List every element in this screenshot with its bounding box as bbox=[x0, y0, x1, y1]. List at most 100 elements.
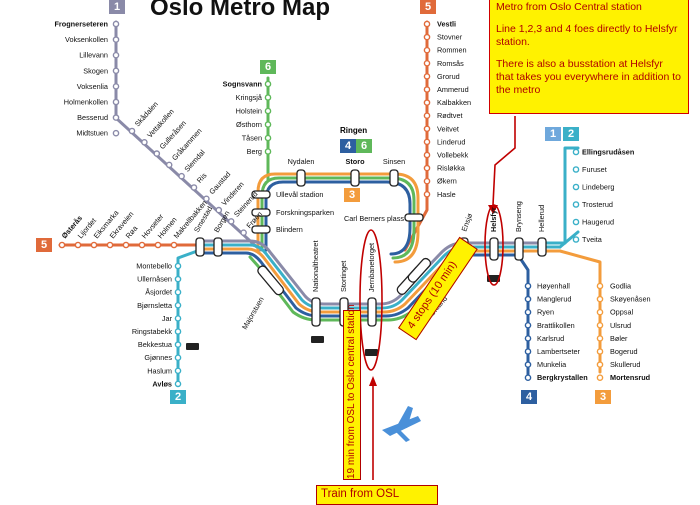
station-dot bbox=[112, 20, 120, 28]
station-label: Haugerud bbox=[582, 218, 614, 227]
station-label: Ringstabekk bbox=[132, 327, 173, 336]
station-dot bbox=[112, 67, 120, 75]
station-dot bbox=[524, 361, 532, 368]
station-label: Kalbakken bbox=[437, 98, 471, 107]
station-dot bbox=[572, 218, 580, 226]
station-label: Voksenlia bbox=[77, 82, 109, 91]
station-dot bbox=[215, 206, 223, 214]
station-label: Grorud bbox=[437, 72, 460, 81]
station-dot bbox=[264, 94, 272, 101]
station-dot bbox=[174, 315, 182, 322]
station-label: Ellingsrudåsen bbox=[582, 148, 634, 157]
station-label: Stortinget bbox=[339, 261, 348, 292]
station-label: Stovner bbox=[437, 33, 463, 42]
station-dot bbox=[190, 184, 198, 191]
station-label: Hellerud bbox=[537, 205, 546, 232]
line-5-badge-left: 5 bbox=[36, 238, 52, 252]
station-dot bbox=[572, 166, 580, 173]
station-label: Bekkestua bbox=[138, 340, 173, 349]
station-dot bbox=[423, 138, 431, 146]
station-dot bbox=[264, 148, 272, 155]
station-label: Ullevål stadion bbox=[276, 190, 323, 199]
line-3-badge-bottom: 3 bbox=[595, 390, 611, 404]
station-label: Forskningsparken bbox=[276, 208, 334, 217]
station-dot bbox=[596, 321, 604, 329]
station-dot bbox=[524, 348, 532, 355]
station-label: Kringsjå bbox=[236, 93, 263, 102]
station-label: Blindern bbox=[276, 225, 303, 234]
line-3-badge: 3 bbox=[344, 188, 360, 202]
airplane-icon bbox=[382, 406, 421, 442]
station-dot bbox=[572, 236, 580, 243]
station-dot bbox=[264, 80, 272, 88]
station-dot bbox=[112, 129, 120, 137]
station-dot bbox=[524, 321, 532, 329]
station-dot bbox=[423, 177, 431, 185]
station-dot bbox=[58, 241, 66, 249]
interchange-jernbanetorget bbox=[367, 297, 377, 327]
interchange-majorstuen bbox=[257, 265, 285, 296]
note-line-2: Line 1,2,3 and 4 foes directly to Helsfy… bbox=[496, 23, 678, 48]
station-label: Vollebekk bbox=[437, 151, 469, 160]
interchange-hellerud bbox=[537, 237, 547, 257]
interchange-sinsen bbox=[389, 169, 399, 187]
station-label: Skullerud bbox=[610, 360, 640, 369]
station-dot bbox=[264, 107, 272, 115]
station-dot bbox=[112, 114, 120, 121]
station-dot bbox=[122, 241, 130, 249]
page-title: Oslo Metro Map bbox=[150, 0, 331, 21]
station-label: Brattlikollen bbox=[537, 321, 575, 330]
interchange-forskningsparken bbox=[251, 208, 271, 217]
station-label: Voksenkollen bbox=[65, 35, 108, 44]
station-dot bbox=[423, 33, 431, 41]
station-label: Romsås bbox=[437, 59, 464, 68]
ring-line-4-badge: 4 bbox=[340, 139, 356, 153]
station-dot bbox=[153, 150, 161, 157]
station-label: Nationaltheatret bbox=[311, 240, 320, 292]
station-dot bbox=[423, 151, 431, 159]
line-6-badge: 6 bbox=[260, 60, 276, 74]
station-dot bbox=[154, 241, 162, 249]
station-dot bbox=[596, 308, 604, 316]
station-dot bbox=[240, 229, 247, 236]
station-label: Ullernåsen bbox=[137, 275, 172, 284]
station-label: Østhorn bbox=[236, 120, 262, 129]
station-dot bbox=[596, 295, 604, 303]
station-dot bbox=[112, 83, 120, 90]
train-arrowhead bbox=[369, 376, 377, 386]
annotation-arrowhead bbox=[488, 205, 498, 214]
ring-label: Ringen bbox=[340, 126, 368, 135]
station-label: Holstein bbox=[236, 107, 262, 116]
station-label: Trosterud bbox=[582, 200, 613, 209]
line4-bottom-track bbox=[516, 253, 530, 380]
station-dot bbox=[165, 161, 173, 169]
interchange-ulleval bbox=[251, 190, 271, 199]
station-dot bbox=[423, 60, 431, 67]
station-label: Gjønnes bbox=[144, 353, 172, 362]
core-grey bbox=[198, 239, 562, 306]
station-label: Åsjordet bbox=[145, 288, 172, 297]
ring-orange bbox=[256, 172, 420, 264]
station-label: Vestli bbox=[437, 20, 456, 29]
station-dot bbox=[112, 98, 120, 106]
station-label: Jar bbox=[162, 314, 173, 323]
interchange-carl-berners bbox=[404, 213, 424, 222]
station-dot bbox=[174, 367, 182, 375]
station-label: Brynseng bbox=[514, 201, 523, 232]
station-label: Sognsvann bbox=[223, 80, 262, 89]
station-label: Ryen bbox=[537, 308, 554, 317]
line-1-badge-right: 1 bbox=[545, 127, 561, 141]
train-from-osl-box: Train from OSL bbox=[316, 485, 438, 505]
line1-right-track bbox=[538, 146, 580, 245]
station-dot bbox=[596, 335, 604, 342]
station-dot bbox=[423, 190, 431, 198]
interchange-storo bbox=[350, 169, 360, 187]
station-label: Munkelia bbox=[537, 360, 567, 369]
station-dot bbox=[264, 121, 272, 128]
station-label: Lambertseter bbox=[537, 347, 581, 356]
station-dot bbox=[423, 86, 431, 93]
station-label: Haslum bbox=[147, 366, 172, 375]
station-label: Helsfyr bbox=[489, 207, 498, 232]
note-line-3: There is also a busstation at Helsfyr th… bbox=[496, 58, 682, 96]
station-dot bbox=[141, 138, 148, 146]
